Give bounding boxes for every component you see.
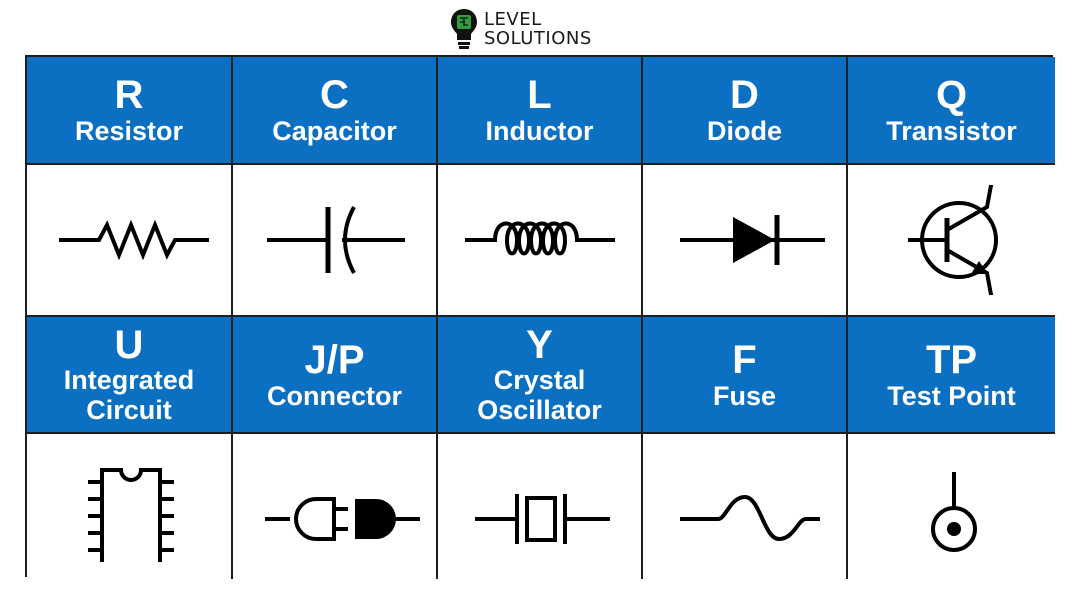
component-name: Connector — [267, 380, 402, 411]
header-crystal-oscillator: Y Crystal Oscillator — [438, 317, 643, 434]
component-name: Test Point — [887, 380, 1016, 411]
inductor-symbol-icon — [464, 221, 615, 256]
crystal-symbol-icon — [474, 493, 610, 544]
header-resistor: R Resistor — [27, 57, 233, 165]
component-code: F — [732, 337, 757, 382]
component-name-line-2: Oscillator — [477, 394, 602, 425]
component-name: Transistor — [886, 116, 1017, 146]
cell-transistor-symbol — [848, 165, 1055, 317]
header-connector: J/P Connector — [233, 317, 438, 434]
header-inductor: L Inductor — [438, 57, 643, 165]
logo-line-2: SOLUTIONS — [484, 28, 592, 49]
component-code: L — [527, 73, 552, 117]
component-code: Q — [935, 73, 968, 117]
component-name: Inductor — [485, 116, 594, 146]
transistor-symbol-icon — [907, 185, 998, 295]
cell-integrated-circuit-symbol — [27, 434, 233, 579]
header-capacitor: C Capacitor — [233, 57, 438, 165]
cell-diode-symbol — [643, 165, 848, 317]
header-test-point: TP Test Point — [848, 317, 1055, 434]
component-name-line-1: Crystal — [493, 364, 586, 395]
fuse-symbol-icon — [679, 494, 820, 541]
capacitor-symbol-icon — [266, 206, 405, 274]
logo: LEVEL SOLUTIONS — [449, 7, 639, 51]
test-point-symbol-icon — [930, 471, 977, 552]
header-integrated-circuit: U Integrated Circuit — [27, 317, 233, 434]
integrated-circuit-symbol-icon — [88, 467, 174, 562]
component-name: Capacitor — [272, 116, 397, 146]
component-code: U — [114, 322, 144, 367]
diode-symbol-icon — [679, 215, 825, 265]
component-name-line-1: Integrated — [63, 364, 195, 395]
cell-crystal-symbol — [438, 434, 643, 579]
cell-capacitor-symbol — [233, 165, 438, 317]
component-code: R — [114, 73, 144, 117]
component-code: C — [320, 73, 349, 117]
header-fuse: F Fuse — [643, 317, 848, 434]
lightbulb-chip-icon — [451, 9, 477, 49]
component-code: TP — [925, 337, 978, 382]
connector-symbol-icon — [264, 496, 420, 541]
resistor-symbol-icon — [59, 219, 209, 261]
cell-fuse-symbol — [643, 434, 848, 579]
header-transistor: Q Transistor — [848, 57, 1055, 165]
component-name: Diode — [706, 116, 782, 146]
component-code: D — [730, 73, 759, 117]
component-name: Fuse — [712, 380, 777, 411]
header-diode: D Diode — [643, 57, 848, 165]
component-table: R Resistor C Capacitor L Inductor D Diod… — [25, 55, 1055, 579]
cell-test-point-symbol — [848, 434, 1055, 579]
logo-line-1: LEVEL — [484, 9, 542, 30]
component-name-line-2: Circuit — [86, 394, 172, 425]
cell-resistor-symbol — [27, 165, 233, 317]
cell-inductor-symbol — [438, 165, 643, 317]
component-name: Resistor — [74, 116, 184, 146]
component-code: J/P — [304, 337, 365, 382]
cell-connector-symbol — [233, 434, 438, 579]
component-code: Y — [526, 322, 553, 367]
